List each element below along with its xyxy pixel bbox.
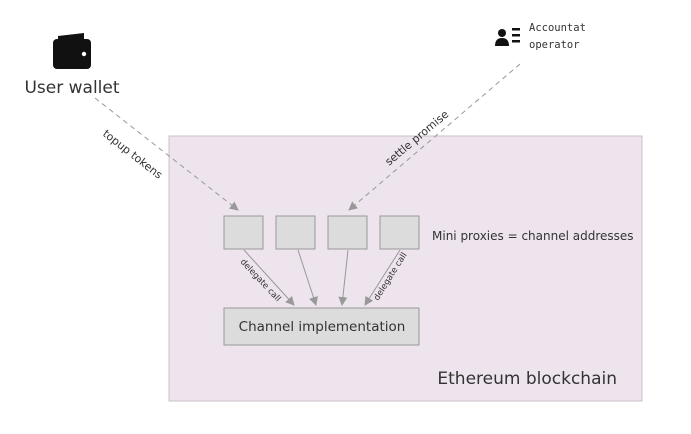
topup-arrow xyxy=(94,97,239,211)
proxy-box-3 xyxy=(327,215,368,250)
delegate-arrow-1 xyxy=(243,249,295,306)
mini-proxies-label: Mini proxies = channel addresses xyxy=(432,229,634,243)
delegate-arrow-3 xyxy=(338,249,349,306)
user-wallet-label: User wallet xyxy=(24,78,119,98)
wallet-icon xyxy=(53,33,91,69)
proxy-box-1 xyxy=(223,215,264,250)
accountant-label-line2: operator xyxy=(529,39,580,51)
channel-implementation-label: Channel implementation xyxy=(239,319,406,335)
channel-implementation-box xyxy=(223,307,420,346)
proxy-box-4 xyxy=(379,215,420,250)
accountant-label-line1: Accountat xyxy=(529,22,586,34)
ethereum-blockchain-region xyxy=(168,135,643,402)
settle-arrow xyxy=(348,63,521,211)
delegate-arrow-2 xyxy=(297,249,318,306)
ethereum-blockchain-label: Ethereum blockchain xyxy=(437,369,617,389)
user-card-icon xyxy=(495,28,520,46)
topup-tokens-label: topup tokens xyxy=(100,127,165,182)
proxy-box-2 xyxy=(275,215,316,250)
delegate-arrow-4 xyxy=(364,249,401,306)
